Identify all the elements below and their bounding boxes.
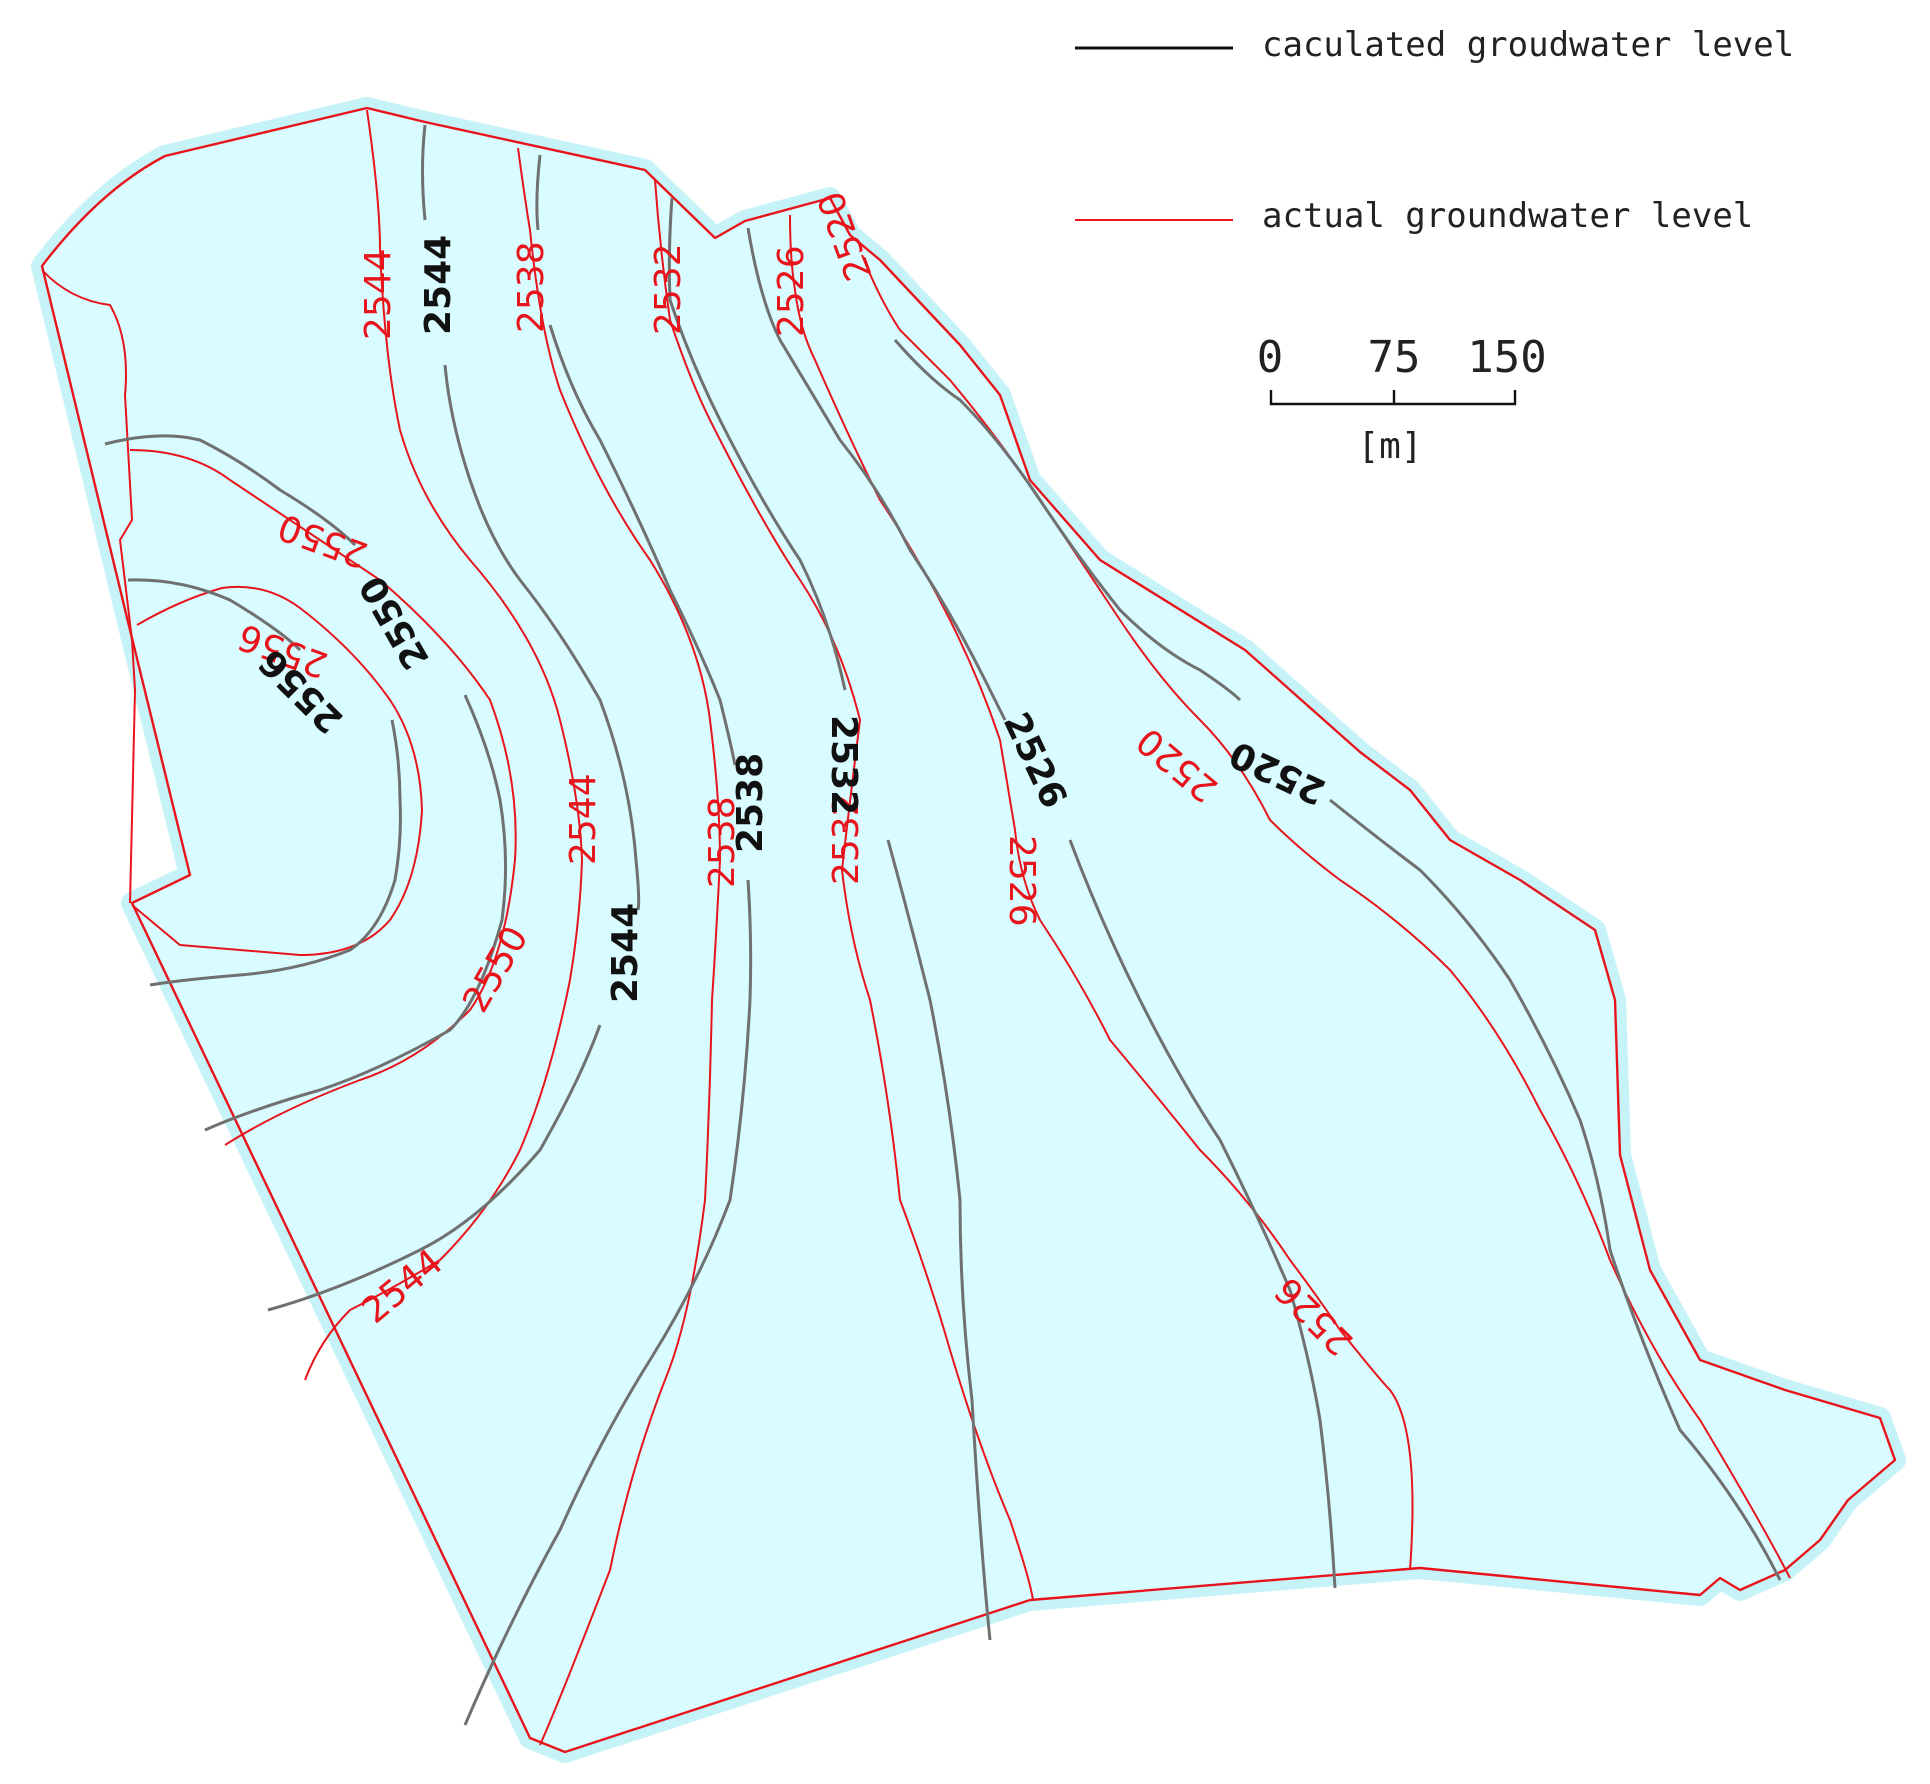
label-actual-2532-mid: 2532 (826, 793, 867, 885)
calc-contour-2550 (104, 434, 508, 1132)
actual-contour-2544 (304, 109, 584, 1381)
legend-calculated-label: caculated groudwater level (1262, 25, 1794, 65)
calc-contour-2538 (463, 154, 753, 1726)
label-actual-2526-mid: 2526 (1001, 835, 1042, 927)
actual-contour-2550 (129, 449, 517, 1146)
label-calc-2544-mid: 2544 (605, 903, 646, 1003)
study-area-boundary (40, 106, 1897, 1754)
calc-contour-2520 (893, 339, 1782, 1581)
label-actual-2526-top: 2526 (771, 245, 812, 337)
label-calc-2538-mid: 2538 (730, 753, 771, 853)
legend: caculated groudwater level actual ground… (1075, 25, 1794, 236)
actual-contour-2526 (789, 214, 1414, 1571)
actual-contour-2556 (131, 585, 424, 957)
scale-tick-label-150: 150 (1467, 332, 1546, 383)
calc-contour-2544 (267, 124, 641, 1312)
label-actual-2532-top: 2532 (648, 243, 689, 335)
label-actual-2538-mid: 2538 (702, 796, 743, 888)
actual-inner-boundary (41, 269, 137, 904)
scale-bar-line (1269, 390, 1517, 406)
actual-contour-2538 (517, 147, 722, 1746)
label-calc-2532-mid: 2532 (823, 715, 864, 815)
scale-unit: [m] (1357, 426, 1422, 467)
legend-actual-label: actual groundwater level (1262, 196, 1753, 236)
label-calc-2544-top: 2544 (418, 235, 459, 335)
calculated-contours (104, 124, 1782, 1726)
scale-tick-label-0: 0 (1257, 332, 1284, 383)
calc-contour-2532 (667, 197, 992, 1641)
actual-contour-2532 (654, 179, 1034, 1601)
scale-tick-label-75: 75 (1368, 332, 1421, 383)
label-actual-2544-top: 2544 (358, 248, 399, 340)
label-actual-2544-mid: 2544 (563, 773, 604, 865)
scale-bar: 0 75 150 [m] (1257, 332, 1547, 467)
study-area (31, 97, 1906, 1763)
calc-contour-2526 (746, 227, 1337, 1589)
calc-contour-2556 (127, 578, 402, 987)
label-actual-2538-top: 2538 (511, 241, 552, 333)
